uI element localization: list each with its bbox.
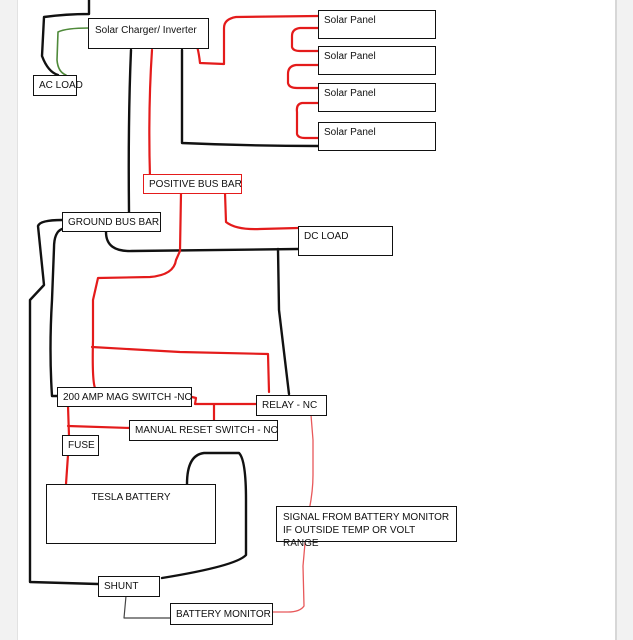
solar-panel-3-box: Solar Panel <box>318 83 436 112</box>
signal-note-box: SIGNAL FROM BATTERY MONITOR IF OUTSIDE T… <box>276 506 457 549</box>
solar-charger-inverter-box: Solar Charger/ Inverter <box>88 18 209 49</box>
dc-load-box: DC LOAD <box>298 226 393 256</box>
relay-box: RELAY - NC <box>256 395 327 416</box>
wire-ac-load-black <box>40 0 91 77</box>
wire-charger-to-positive-bus <box>148 48 154 180</box>
wire-to-relay <box>90 345 271 394</box>
wire-signal-battery-monitor <box>271 414 314 613</box>
shunt-box: SHUNT <box>98 576 160 597</box>
page-edge-left <box>17 0 18 640</box>
wire-ac-load-green <box>56 27 90 76</box>
ground-bus-bar-box: GROUND BUS BAR <box>62 212 161 232</box>
wire-positive-bus-to-dc-load <box>223 191 300 231</box>
positive-bus-bar-box: POSITIVE BUS BAR <box>143 174 242 194</box>
wire-ground-to-mag-switch <box>49 227 64 398</box>
wire-panels-negative <box>180 48 320 148</box>
wire-panel-series-3 <box>295 101 320 140</box>
wire-panel-series-2 <box>286 63 320 90</box>
wire-ground-bus-left-loop <box>28 218 100 586</box>
wire-ground-bus-to-dc-load <box>104 230 300 396</box>
wire-fuse-to-battery <box>64 453 70 486</box>
wire-mag-to-manual-reset <box>66 424 132 430</box>
ac-load-box: AC LOAD <box>33 75 83 96</box>
solar-panel-4-box: Solar Panel <box>318 122 436 151</box>
wire-positive-bus-down <box>91 191 183 390</box>
wire-charger-to-ground-bus <box>127 48 133 214</box>
wire-mag-switch-to-relay <box>190 395 258 406</box>
solar-panel-1-box: Solar Panel <box>318 10 436 39</box>
manual-reset-switch-box: MANUAL RESET SWITCH - NO <box>129 420 278 441</box>
page-edge-right <box>615 0 617 640</box>
wire-panels-positive <box>192 14 320 66</box>
solar-panel-2-box: Solar Panel <box>318 46 436 75</box>
mag-switch-box: 200 AMP MAG SWITCH -NO <box>57 387 192 407</box>
tesla-battery-box: TESLA BATTERY <box>46 484 216 544</box>
wire-mag-switch-to-fuse <box>66 404 71 438</box>
fuse-box: FUSE <box>62 435 99 456</box>
battery-monitor-box: BATTERY MONITOR <box>170 603 273 625</box>
wire-panel-series-1 <box>290 26 320 53</box>
wire-battery-to-shunt <box>160 451 248 580</box>
wire-shunt-to-monitor <box>123 595 173 619</box>
